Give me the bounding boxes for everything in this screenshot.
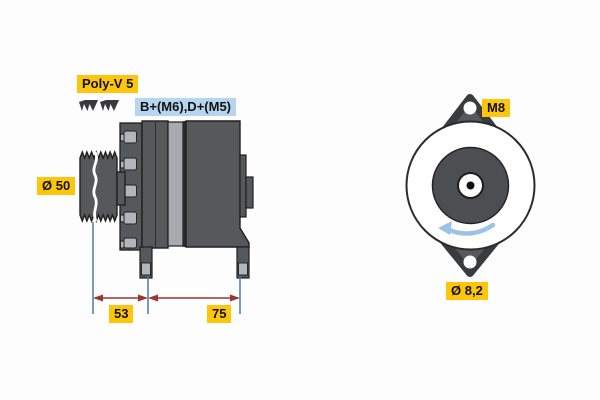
fan-slots: [120, 130, 137, 249]
stator-groove: [183, 121, 186, 247]
terminal-tab: [239, 154, 247, 218]
terminal-label: B+(M6),D+(M5): [135, 98, 237, 116]
belt-profile-icon: [79, 100, 98, 111]
rear-bracket: [185, 120, 250, 248]
top-ear-hole: [463, 101, 477, 115]
side-view: [79, 120, 254, 279]
mount-hole-diameter-label: Ø 8,2: [446, 282, 488, 300]
terminal-block: [245, 176, 254, 209]
front-foot-bushing: [141, 262, 151, 276]
pulley-diameter-label: Ø 50: [37, 177, 76, 195]
arrowhead-53-left: [93, 294, 103, 302]
rear-foot-bushing: [238, 262, 248, 276]
belt-profile-icons: [79, 100, 119, 111]
bottom-ear-hole: [463, 255, 477, 269]
thread-size-label: M8: [482, 99, 511, 117]
rotation-arrow-icon: [438, 221, 496, 236]
arrowhead-75-right: [230, 294, 240, 302]
hub-center-dot: [466, 181, 475, 190]
front-view: [405, 94, 536, 277]
pulley-break-line: [92, 151, 98, 222]
arrowhead-53-right: [138, 294, 148, 302]
arrowhead-75-left: [148, 294, 158, 302]
pulley: [79, 150, 118, 223]
dimension-lines: [92, 222, 241, 314]
dimension-75-label: 75: [207, 305, 232, 323]
belt-type-label: Poly-V 5: [77, 75, 139, 93]
belt-profile-icon: [100, 100, 119, 111]
shaft: [116, 171, 126, 206]
dimension-53-label: 53: [109, 305, 134, 323]
stator-band: [167, 121, 184, 247]
